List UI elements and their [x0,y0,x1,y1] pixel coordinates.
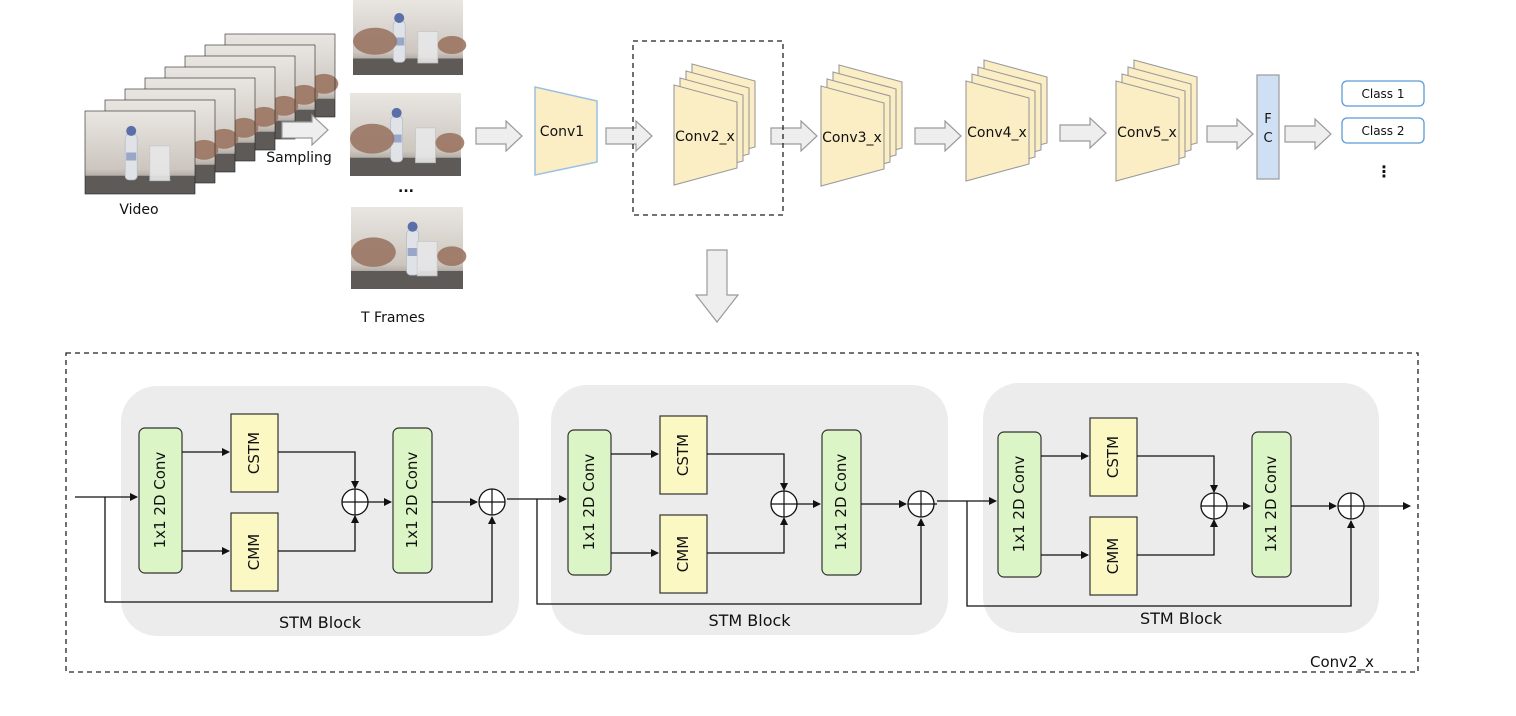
conv3-to-conv4-arrow [914,119,962,153]
conv2-to-conv3-arrow [770,119,818,153]
connector-line [966,501,1355,607]
conv2-container-label: Conv2_x [1310,653,1374,672]
stm-block-title: STM Block [708,611,791,630]
sum-node-icon [478,488,506,516]
conv1-layer: Conv1 [534,86,598,176]
conv2-layer-stack: Conv2_x [673,63,756,186]
class-output-1: Class 1 [1341,80,1425,107]
output-1x1-conv: 1x1 2D Conv [821,429,862,576]
stm-block-background [983,383,1379,633]
connector-line [707,453,788,491]
sum-node-icon [341,488,369,516]
input-1x1-conv: 1x1 2D Conv [138,427,183,574]
conv5-label: Conv5_x [1117,125,1177,141]
sampling-arrow [281,113,329,147]
conv1-to-conv2-arrow [605,119,653,153]
cmm-label: CMM [1104,538,1122,574]
input-conv-label: 1x1 2D Conv [151,452,169,549]
conv4-label: Conv4_x [967,125,1027,141]
output-conv-label: 1x1 2D Conv [403,452,421,549]
cstm-module: CSTM [1089,417,1138,497]
input-1x1-conv: 1x1 2D Conv [997,431,1042,578]
connector-line [104,497,496,603]
cmm-label: CMM [245,534,263,570]
frames-ellipsis: ... [398,180,414,196]
cstm-label: CSTM [245,432,263,474]
sum-node-icon [1337,492,1365,520]
conv2-expanded-container [65,352,1419,673]
conv2-highlight-box [632,40,784,216]
class-1-label: Class 1 [1361,87,1404,101]
input-conv-label: 1x1 2D Conv [580,454,598,551]
conv3-label: Conv3_x [822,130,882,146]
sampled-frame-3 [351,207,467,289]
conv1-label: Conv1 [540,124,584,140]
cstm-label: CSTM [674,434,692,476]
input-1x1-conv: 1x1 2D Conv [567,429,612,576]
sampled-frame-2 [350,93,465,176]
frames-to-conv1-arrow [475,119,523,153]
conv2-label: Conv2_x [675,129,735,145]
cstm-module: CSTM [230,413,279,493]
conv4-to-conv5-arrow [1059,116,1107,150]
fc-layer: F C [1256,74,1280,180]
stm-block-title: STM Block [1140,609,1223,628]
cmm-module: CMM [659,514,708,594]
feature-map-sheet [820,85,885,187]
output-conv-label: 1x1 2D Conv [1262,456,1280,553]
expand-down-arrow [694,249,740,323]
conv3-layer-stack: Conv3_x [820,64,903,187]
output-1x1-conv: 1x1 2D Conv [392,427,433,574]
cstm-label: CSTM [1104,436,1122,478]
sampling-block-arrow [281,113,329,147]
feature-map-sheet [673,84,738,186]
conv5-to-fc-arrow [1206,117,1254,151]
cstm-module: CSTM [659,415,708,495]
connector-line [278,451,359,489]
connector-line [1137,519,1218,556]
cmm-module: CMM [1089,516,1138,596]
video-frame [84,110,196,195]
output-conv-label: 1x1 2D Conv [832,454,850,551]
input-conv-label: 1x1 2D Conv [1010,456,1028,553]
conv5-layer-stack: Conv5_x [1115,59,1198,182]
video-label: Video [119,202,158,218]
class-output-2: Class 2 [1341,117,1425,144]
cmm-module: CMM [230,512,279,592]
sum-node-icon [907,490,935,518]
cmm-label: CMM [674,536,692,572]
conv4-layer-stack: Conv4_x [965,59,1048,182]
connector-line [536,499,925,605]
fc-label-line1: F [1264,112,1271,127]
stm-block-title: STM Block [279,613,362,632]
fc-to-classes-arrow [1284,117,1332,151]
connector-line [707,517,788,554]
sum-node-icon [770,490,798,518]
sampling-label: Sampling [266,150,332,166]
sum-node-icon [1200,492,1228,520]
t-frames-label: T Frames [360,310,425,326]
connector-line [278,515,359,552]
output-1x1-conv: 1x1 2D Conv [1251,431,1292,578]
sampled-frame-1 [353,0,467,75]
video-frame-stack [84,33,339,195]
class-2-label: Class 2 [1361,124,1404,138]
fc-label-line2: C [1263,131,1272,146]
feature-map-sheet [965,80,1030,182]
feature-map-sheet [1115,80,1180,182]
more-classes-ellipsis: ⋮ [1376,162,1392,181]
connector-line [1137,455,1218,493]
